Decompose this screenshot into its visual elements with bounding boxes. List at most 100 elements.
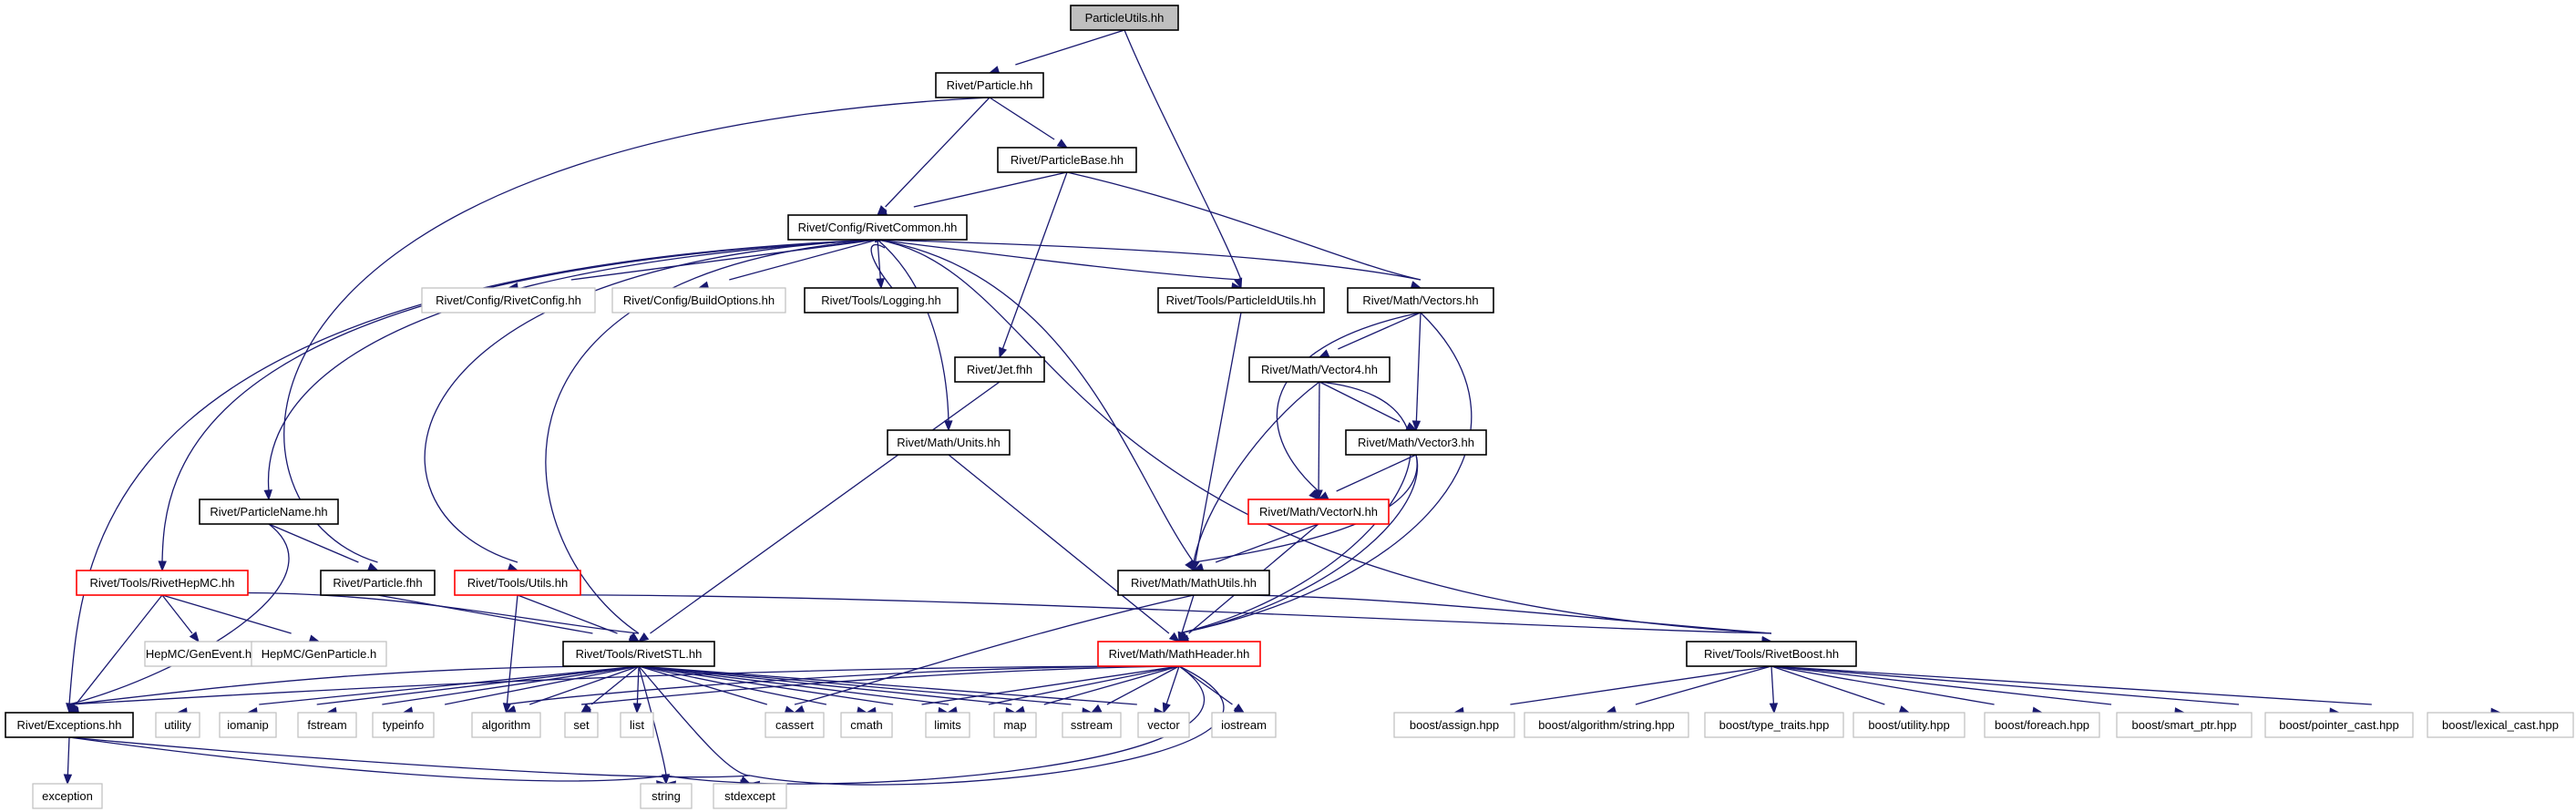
node-label: Rivet/Math/Vectors.hh [1362,293,1478,307]
edge-rivetboost-to-boostalgostring [1635,665,1772,705]
node-box [155,712,200,738]
node-label: Rivet/Tools/RivetBoost.hh [1704,647,1839,661]
node-units[interactable]: Rivet/Math/Units.hh [887,429,1011,456]
node-particlename[interactable]: Rivet/ParticleName.hh [199,499,339,525]
node-box [454,570,581,596]
node-particle[interactable]: Rivet/Particle.hh [935,72,1044,98]
edge-vectors-to-mathheader [1178,312,1473,634]
edge-rivetstl-to-vector [638,665,1072,705]
edge-mathheader-to-map [1043,665,1180,705]
edge-utils-to-rivetstl [517,594,618,634]
node-box [1062,712,1122,738]
edge-mathheader-to-cmath [921,665,1180,705]
edge-vectors-to-vector4 [1338,312,1421,350]
node-box [1984,712,2100,738]
edge-particlebase-to-rivetcommon [913,171,1068,208]
edge-particle-to-particlebase [989,97,1055,140]
node-boostutility: boost/utility.hpp [1852,712,1965,738]
node-label: Rivet/Math/MathHeader.hh [1109,647,1250,661]
edge-rivetboost-to-boosttypetraits [1770,665,1775,705]
node-rivetcommon[interactable]: Rivet/Config/RivetCommon.hh [787,214,968,241]
node-set: set [564,712,599,738]
edge-rivetstl-to-sstream [638,665,1012,705]
edge-particleidutils-to-mathutils [1195,312,1242,563]
node-box [219,712,277,738]
node-rivetboost[interactable]: Rivet/Tools/RivetBoost.hh [1686,641,1857,667]
edge-rivetcommon-to-particleidutils [877,239,1242,281]
node-vectors[interactable]: Rivet/Math/Vectors.hh [1347,287,1494,313]
node-box [1524,712,1689,738]
arrowhead-mathheader-to-vector [1162,702,1171,714]
node-box [320,570,436,596]
node-layer: ParticleUtils.hhRivet/Particle.hhRivet/P… [5,5,2574,809]
node-label: Rivet/Tools/RivetSTL.hh [576,647,703,661]
node-vector4[interactable]: Rivet/Math/Vector4.hh [1248,356,1391,383]
node-mathutils[interactable]: Rivet/Math/MathUtils.hh [1117,570,1270,596]
edge-rivetboost-to-boostforeach [1770,665,1995,705]
node-label: utility [164,718,191,732]
node-exception: exception [32,783,103,809]
node-box [1347,287,1494,313]
node-utility: utility [155,712,200,738]
arrowhead-vector4-to-vectorn [1314,489,1323,501]
node-limits: limits [925,712,970,738]
edge-particle-to-rivetcommon [885,97,990,208]
edge-rivetcommon-to-mathutils [877,239,1195,563]
arrowhead-rivetcommon-to-units [944,420,953,432]
node-rivetstl[interactable]: Rivet/Tools/RivetSTL.hh [562,641,715,667]
node-genevent: HepMC/GenEvent.h [144,641,253,667]
node-box [640,783,693,809]
node-exceptions[interactable]: Rivet/Exceptions.hh [5,712,134,738]
edge-rivetcommon-to-exceptions [68,239,878,705]
node-rivethepmc[interactable]: Rivet/Tools/RivetHepMC.hh [76,570,249,596]
edge-vector4-to-vector3 [1319,381,1401,423]
node-logging[interactable]: Rivet/Tools/Logging.hh [804,287,959,313]
node-label: stdexcept [724,789,775,803]
node-box [1345,429,1487,456]
node-box [997,147,1137,173]
node-boosttypetraits: boost/type_traits.hpp [1704,712,1844,738]
node-box [1137,712,1190,738]
node-particlefhh[interactable]: Rivet/Particle.fhh [320,570,436,596]
node-label: Rivet/ParticleName.hh [210,505,327,519]
node-label: Rivet/Math/VectorN.hh [1259,505,1378,519]
node-box [1248,356,1391,383]
node-box [1157,287,1325,313]
edge-particle-to-particlefhh [283,97,990,563]
node-vector3[interactable]: Rivet/Math/Vector3.hh [1345,429,1487,456]
node-sstream: sstream [1062,712,1122,738]
node-label: boost/foreach.hpp [1995,718,2089,732]
node-vectorn[interactable]: Rivet/Math/VectorN.hh [1247,499,1390,525]
node-label: limits [934,718,961,732]
node-particlebase[interactable]: Rivet/ParticleBase.hh [997,147,1137,173]
edge-rivetboost-to-boostutility [1770,665,1885,705]
node-jetfhh[interactable]: Rivet/Jet.fhh [954,356,1045,383]
node-label: set [573,718,590,732]
node-mathheader[interactable]: Rivet/Math/MathHeader.hh [1097,641,1261,667]
edge-vector3-to-vectorn [1336,454,1417,492]
arrowhead-units-to-mathheader [1168,632,1181,642]
node-label: list [630,718,644,732]
node-label: boost/pointer_cast.hpp [2279,718,2399,732]
node-genparticle: HepMC/GenParticle.h [251,641,387,667]
edge-rivetstl-to-limits [638,665,894,705]
node-boostpointercast: boost/pointer_cast.hpp [2264,712,2414,738]
edge-vectorn-to-mathutils [1215,523,1319,563]
arrowhead-rivetcommon-to-rivethepmc [158,560,167,572]
node-box [1097,641,1261,667]
edge-particlefhh-to-rivetstl [377,594,593,634]
edge-rivetboost-to-boostpointercast [1770,665,2240,705]
node-label: exception [42,789,93,803]
node-particleidutils[interactable]: Rivet/Tools/ParticleIdUtils.hh [1157,287,1325,313]
edge-rivetstl-to-exceptions [68,665,640,705]
node-root[interactable]: ParticleUtils.hh [1070,5,1179,31]
node-label: fstream [307,718,346,732]
arrowhead-exceptions-to-exception [63,774,73,786]
node-box [887,429,1011,456]
node-fstream: fstream [297,712,357,738]
node-box [297,712,357,738]
node-utils[interactable]: Rivet/Tools/Utils.hh [454,570,581,596]
edge-mathheader-to-exceptions [68,665,1180,705]
node-label: boost/algorithm/string.hpp [1538,718,1675,732]
